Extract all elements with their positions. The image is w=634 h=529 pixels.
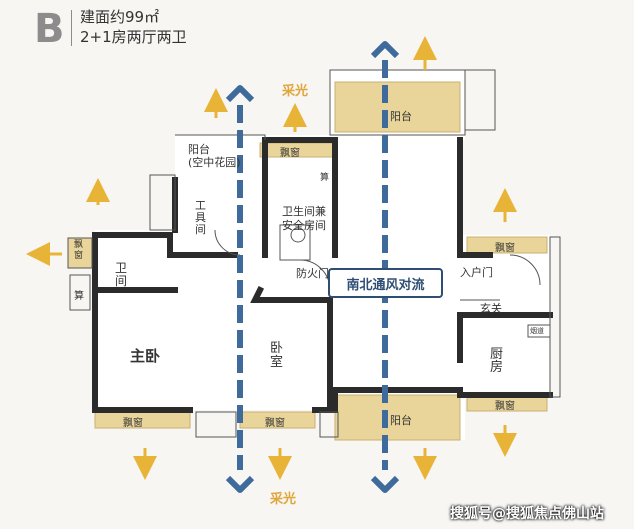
label-bath-safe: 卫生间兼 安全房间	[282, 205, 326, 232]
ventilation-badge: 南北通风对流	[328, 268, 443, 298]
unit-layout: 2+1房两厅两卫	[80, 28, 187, 46]
unit-letter: B	[34, 6, 65, 52]
watermark: 搜狐号@搜狐焦点佛山站	[450, 506, 604, 522]
label-balcony-bottom: 阳台	[390, 414, 412, 427]
walls	[92, 137, 553, 413]
label-bay-window-5: 飘窗	[495, 401, 515, 412]
label-bay-window-left: 飘 窗	[74, 240, 84, 261]
label-light-bottom: 采光	[270, 492, 297, 507]
yellow-arrows	[26, 36, 517, 480]
windows	[67, 81, 548, 441]
ventilation-arrows	[225, 41, 400, 493]
label-fire-door: 防火门	[296, 267, 329, 280]
label-light-top: 采光	[282, 84, 309, 99]
header-divider	[71, 10, 72, 46]
label-bedroom: 卧 室	[270, 341, 284, 370]
label-entry-door: 入户门	[460, 266, 493, 279]
label-study: 工 具 间	[195, 199, 206, 236]
label-bay-window-3: 飘窗	[265, 418, 285, 429]
toilet-icon	[290, 227, 306, 243]
label-small-wc-left: 算	[74, 291, 84, 302]
label-small-wc: 算	[320, 173, 330, 183]
label-foyer: 玄关	[480, 302, 502, 315]
label-balcony-top: 阳台	[390, 110, 412, 123]
label-bay-window-2: 飘窗	[123, 418, 143, 429]
label-bay-window-1: 飘窗	[280, 148, 300, 159]
bath-fixture	[279, 224, 311, 261]
label-master-bath: 卫 间	[115, 261, 128, 288]
unit-area: 建面约99㎡	[80, 8, 160, 26]
label-balcony-garden: 阳台 (空中花园)	[188, 143, 241, 169]
label-bay-window-4: 飘窗	[495, 243, 515, 254]
label-kitchen: 厨 房	[490, 347, 504, 375]
label-flue: 烟道	[530, 327, 544, 335]
label-master-bedroom: 主卧	[130, 347, 161, 365]
